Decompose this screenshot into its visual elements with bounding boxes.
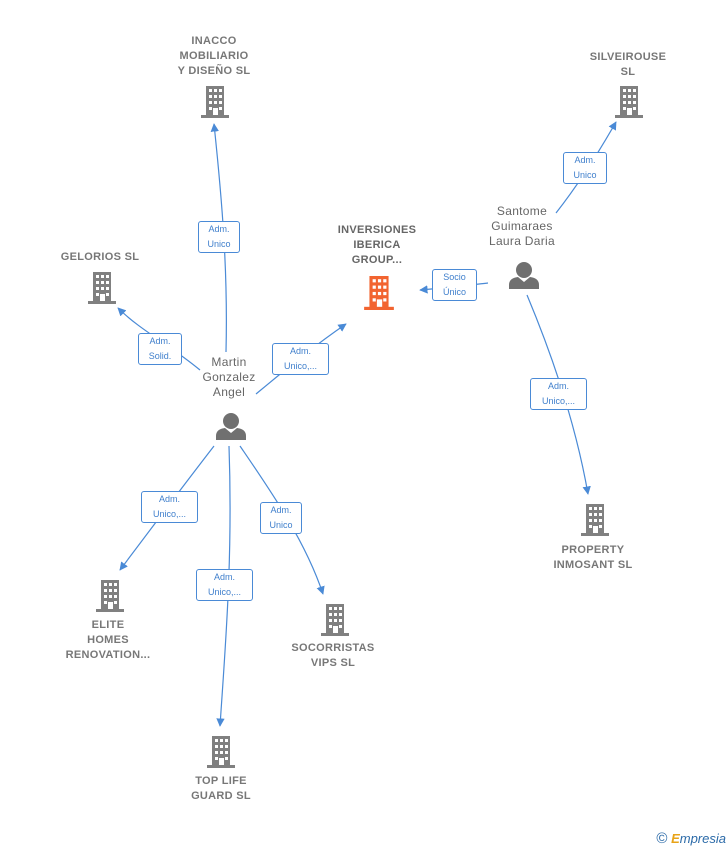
footer-brand: © Empresia [656, 830, 726, 847]
building-icon[interactable] [321, 604, 349, 636]
node-label-santome[interactable]: Santome Guimaraes Laura Daria [488, 204, 555, 248]
node-label-toplife[interactable]: TOP LIFE GUARD SL [191, 775, 251, 802]
person-icon[interactable] [216, 413, 246, 440]
building-icon[interactable] [96, 580, 124, 612]
node-label-martin[interactable]: Martin Gonzalez Angel [202, 355, 256, 399]
building-icon[interactable] [615, 86, 643, 118]
copyright-symbol: © [656, 830, 668, 847]
node-label-inversiones[interactable]: INVERSIONES IBERICA GROUP... [337, 224, 417, 266]
brand-logo-initial: E [671, 831, 680, 846]
edge-label-santome-silveirouse[interactable]: Adm. Unico [563, 152, 607, 184]
edge-label-martin-elite[interactable]: Adm. Unico,... [141, 491, 198, 523]
node-label-property[interactable]: PROPERTY INMOSANT SL [553, 544, 633, 571]
brand-logo-text: mpresia [679, 831, 726, 846]
edge-label-martin-inversiones[interactable]: Adm. Unico,... [272, 343, 329, 375]
node-label-gelorios[interactable]: GELORIOS SL [60, 251, 140, 263]
building-icon[interactable] [581, 504, 609, 536]
building-icon[interactable] [364, 276, 394, 310]
node-label-elite[interactable]: ELITE HOMES RENOVATION... [65, 619, 151, 661]
edge-label-martin-socorristas[interactable]: Adm. Unico [260, 502, 302, 534]
building-icon[interactable] [207, 736, 235, 768]
edge-label-santome-inversiones[interactable]: Socio Único [432, 269, 477, 301]
node-label-socorristas[interactable]: SOCORRISTAS VIPS SL [291, 642, 375, 669]
node-label-silveirouse[interactable]: SILVEIROUSE SL [589, 51, 667, 78]
person-icon[interactable] [509, 262, 539, 289]
edge-label-martin-gelorios[interactable]: Adm. Solid. [138, 333, 182, 365]
node-label-inacco[interactable]: INACCO MOBILIARIO Y DISEÑO SL [177, 35, 251, 77]
building-icon[interactable] [201, 86, 229, 118]
building-icon[interactable] [88, 272, 116, 304]
edge-label-martin-inacco[interactable]: Adm. Unico [198, 221, 240, 253]
edge-label-martin-toplife[interactable]: Adm. Unico,... [196, 569, 253, 601]
edge-label-santome-property[interactable]: Adm. Unico,... [530, 378, 587, 410]
